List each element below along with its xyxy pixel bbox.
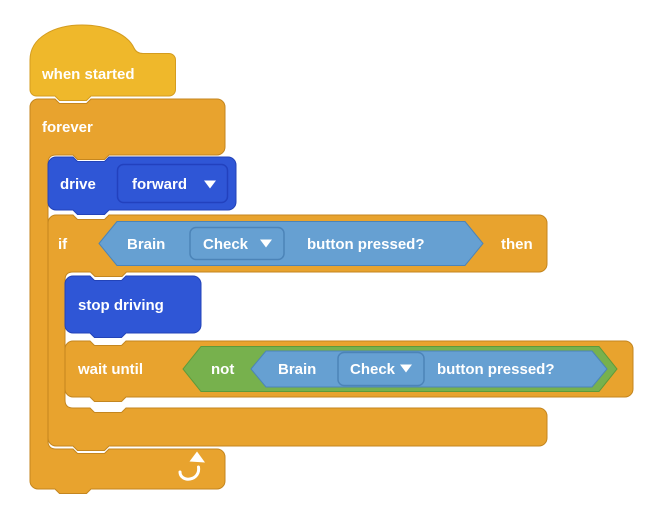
hat-block-shape (29, 24, 176, 101)
dropdown-field (116, 163, 229, 204)
not-operator[interactable]: not Brain Check button pressed? (182, 346, 618, 392)
dropdown-arrow-icon (400, 364, 412, 373)
brain-button-pressed-condition[interactable]: Brain Check button pressed? (98, 221, 484, 266)
drive-block[interactable]: drive forward (47, 156, 237, 215)
not-label: not (211, 361, 234, 378)
button-select-dropdown[interactable]: Check (337, 351, 425, 387)
dropdown-value: Check (203, 236, 249, 253)
drive-direction-dropdown[interactable]: forward (116, 163, 229, 204)
dropdown-field (189, 226, 285, 261)
forever-label: forever (42, 119, 93, 136)
stop-driving-label: stop driving (78, 297, 164, 314)
dropdown-field (337, 351, 425, 387)
if-block[interactable]: if Brain Check button pressed? then (47, 214, 548, 451)
wait-until-block[interactable]: wait until not Brain Check button presse… (64, 340, 634, 402)
stop-driving-block-shape (64, 275, 202, 338)
dropdown-arrow-icon (204, 180, 216, 189)
when-started-block[interactable]: when started (29, 24, 176, 101)
when-started-label: when started (41, 66, 135, 83)
condition-device-label: Brain (127, 236, 165, 253)
drive-label: drive (60, 176, 96, 193)
condition-device-label: Brain (278, 361, 316, 378)
brain-button-pressed-condition[interactable]: Brain Check button pressed? (250, 350, 608, 388)
condition-suffix-label: button pressed? (437, 361, 555, 378)
dropdown-value: forward (132, 176, 187, 193)
forever-block[interactable]: forever (29, 98, 226, 494)
button-select-dropdown[interactable]: Check (189, 226, 285, 261)
condition-suffix-label: button pressed? (307, 236, 425, 253)
loop-arrow-icon (178, 451, 205, 481)
wait-until-label: wait until (77, 361, 143, 378)
forever-block-shape (29, 98, 226, 494)
if-keyword: if (58, 236, 68, 253)
stop-driving-block[interactable]: stop driving (64, 275, 202, 338)
dropdown-arrow-icon (260, 239, 272, 248)
then-keyword: then (501, 236, 533, 253)
dropdown-value: Check (350, 361, 396, 378)
